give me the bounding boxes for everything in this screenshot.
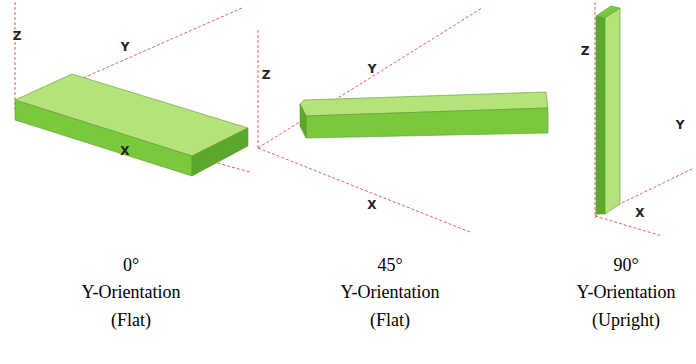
orientation-caption: Y-Orientation — [341, 283, 440, 303]
axis-label: Z — [581, 45, 590, 58]
angle-caption: 90° — [613, 256, 638, 276]
axis-label: X — [635, 207, 644, 220]
axis-label: Z — [262, 69, 271, 82]
axis-label: Y — [676, 119, 685, 132]
flat-bar-0 — [15, 74, 248, 176]
axis-lines — [15, 2, 694, 236]
position-caption: (Upright) — [592, 311, 660, 331]
axis-label: X — [120, 145, 129, 158]
orientation-caption: Y-Orientation — [577, 283, 676, 303]
position-caption: (Flat) — [111, 311, 151, 331]
axis-label: Y — [121, 41, 130, 54]
flat-bar-45 — [300, 92, 548, 138]
angle-caption: 0° — [123, 256, 139, 276]
orientation-caption: Y-Orientation — [82, 283, 181, 303]
axis-label: Y — [368, 63, 377, 76]
axis-label: X — [367, 199, 376, 212]
angle-caption: 45° — [377, 256, 402, 276]
axis-label: Z — [13, 30, 22, 43]
position-caption: (Flat) — [370, 311, 410, 331]
upright-bar-90 — [596, 6, 620, 214]
